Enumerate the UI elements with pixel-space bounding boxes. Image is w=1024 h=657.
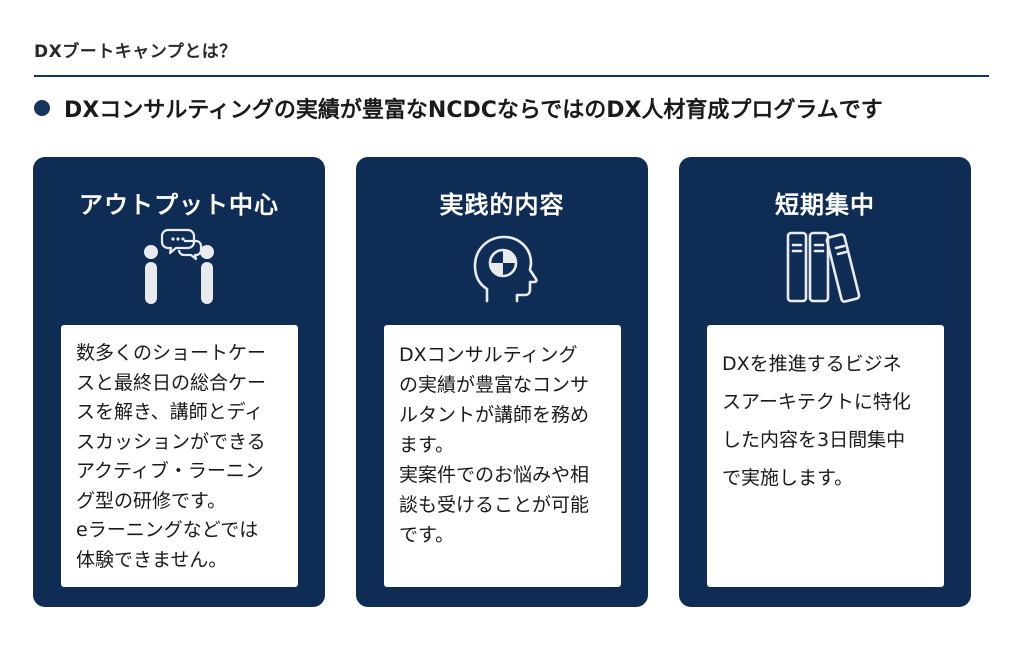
headline-text: DXコンサルティングの実績が豊富なNCDCならではのDX人材育成プログラムです <box>64 98 883 123</box>
card-title: 短期集中 <box>775 191 875 219</box>
feature-card-practical: 実践的内容 DXコンサルティング の実績が豊富なコンサ ルタントが講師を務め ま… <box>356 157 648 607</box>
feature-card-intensive: 短期集中 DXを推進するビジネ スアーキテクトに特化 した内容を3日間集中 で実… <box>679 157 971 607</box>
description-line: DXを推進するビジネ <box>722 353 902 375</box>
description-line: eラーニングなどでは <box>76 519 259 541</box>
books-icon <box>786 231 861 303</box>
description-line: ルタントが講師を務め <box>399 404 590 426</box>
description-line: 談も受けることが可能 <box>399 494 590 516</box>
card-description: DXを推進するビジネ スアーキテクトに特化 した内容を3日間集中 で実施します。 <box>722 345 934 497</box>
description-line: した内容を3日間集中 <box>722 429 906 451</box>
card-description: DXコンサルティング の実績が豊富なコンサ ルタントが講師を務め ます。 実案件… <box>399 340 609 550</box>
description-line: アクティブ・ラーニン <box>76 460 264 482</box>
description-line: スアーキテクトに特化 <box>722 391 911 413</box>
card-title: アウトプット中心 <box>79 191 279 219</box>
description-line: スと最終日の総合ケー <box>76 371 267 394</box>
description-line: 数多くのショートケー <box>76 342 267 364</box>
feature-card-output: アウトプット中心 数多くのショートケー スと最終日の総合ケー スを解き、講師とデ… <box>33 157 325 607</box>
description-line: スカッションができる <box>76 430 266 453</box>
section-label: DXブートキャンプとは？ <box>34 42 237 62</box>
card-description-box: DXコンサルティング の実績が豊富なコンサ ルタントが講師を務め ます。 実案件… <box>384 325 621 587</box>
card-title: 実践的内容 <box>439 191 565 219</box>
description-line: の実績が豊富なコンサ <box>399 374 590 396</box>
headline: DXコンサルティングの実績が豊富なNCDCならではのDX人材育成プログラムです <box>34 92 883 124</box>
description-line: グ型の研修です。 <box>76 489 227 512</box>
section-divider <box>34 75 989 77</box>
description-line: DXコンサルティング <box>399 344 578 366</box>
card-description-box: 数多くのショートケー スと最終日の総合ケー スを解き、講師とディ スカッションが… <box>61 325 298 587</box>
head-brain-icon <box>473 235 538 303</box>
bullet-icon <box>34 100 50 116</box>
card-description-box: DXを推進するビジネ スアーキテクトに特化 した内容を3日間集中 で実施します。 <box>707 325 944 587</box>
description-line: ます。 <box>399 434 455 456</box>
description-line: スを解き、講師とディ <box>76 401 264 423</box>
card-description: 数多くのショートケー スと最終日の総合ケー スを解き、講師とディ スカッションが… <box>76 339 286 575</box>
description-line: です。 <box>399 524 455 546</box>
description-line: 体験できません。 <box>76 548 228 571</box>
description-line: 実案件でのお悩みや相 <box>399 464 590 486</box>
conversation-people-icon <box>144 228 214 304</box>
description-line: で実施します。 <box>722 467 854 489</box>
